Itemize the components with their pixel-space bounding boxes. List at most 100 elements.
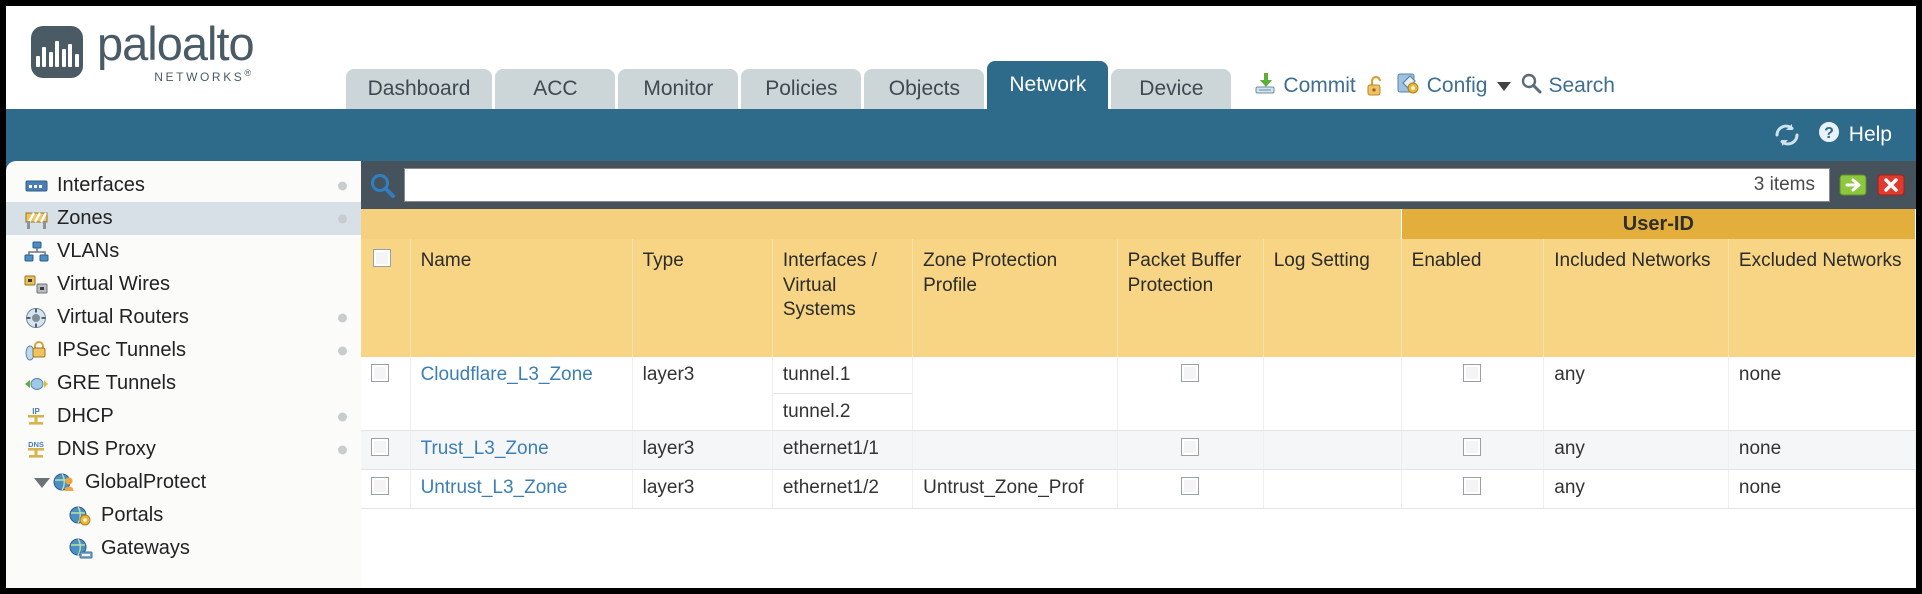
cell-type: layer3 [632, 430, 773, 470]
help-label: Help [1848, 123, 1892, 146]
status-dot [338, 412, 347, 421]
search-button[interactable]: Search [1520, 72, 1615, 100]
svg-text:DNS: DNS [28, 440, 44, 449]
config-wrench-icon [1396, 71, 1421, 101]
main-navigation-tabs: Dashboard ACC Monitor Policies Objects N… [345, 61, 1232, 109]
sidebar-item-label: IPSec Tunnels [57, 339, 186, 361]
cell-type: layer3 [632, 469, 773, 509]
tab-acc[interactable]: ACC [495, 69, 616, 109]
column-header-interfaces[interactable]: Interfaces / Virtual Systems [772, 239, 914, 357]
column-header-packet-buffer-protection[interactable]: Packet Buffer Protection [1117, 239, 1264, 357]
cell-excluded-networks: none [1728, 469, 1916, 509]
table-column-header-row: Name Type Interfaces / Virtual Systems Z… [361, 239, 1916, 357]
top-header: paloalto NETWORKS® Dashboard ACC Monitor… [6, 6, 1916, 109]
commit-save-icon [1253, 71, 1277, 101]
user-id-enabled-checkbox[interactable] [1463, 364, 1482, 382]
column-header-enabled[interactable]: Enabled [1401, 239, 1545, 357]
cell-interfaces: ethernet1/2 [772, 469, 914, 509]
zones-table: User-ID Name Type Interfaces / Virtual S… [361, 209, 1916, 509]
commit-button[interactable]: Commit [1253, 71, 1356, 101]
cell-included-networks: any [1543, 357, 1729, 431]
interfaces-icon [24, 175, 49, 197]
table-toolbar: 3 items [361, 161, 1916, 209]
cell-zone-protection-profile: Untrust_Zone_Prof [912, 469, 1118, 509]
column-header-type[interactable]: Type [632, 239, 773, 357]
config-menu[interactable]: Config [1396, 71, 1512, 101]
sidebar-item-label: DHCP [57, 405, 114, 427]
unlocked-padlock-icon[interactable] [1365, 74, 1387, 98]
main-content: 3 items [361, 161, 1916, 588]
svg-text:?: ? [1824, 125, 1834, 142]
column-header-zone-protection-profile[interactable]: Zone Protection Profile [912, 239, 1118, 357]
table-row[interactable]: Trust_L3_Zone layer3 ethernet1/1 any non… [361, 430, 1916, 470]
sidebar-item-dhcp[interactable]: IP DHCP [6, 400, 361, 433]
sidebar-item-vlans[interactable]: VLANs [6, 235, 361, 268]
zone-link[interactable]: Untrust_L3_Zone [420, 477, 568, 498]
tab-network[interactable]: Network [987, 61, 1109, 109]
sidebar-item-virtual-wires[interactable]: Virtual Wires [6, 268, 361, 301]
gre-tunnel-icon [24, 373, 49, 395]
virtual-wires-icon [24, 274, 49, 296]
apply-green-arrow-icon[interactable] [1838, 171, 1868, 199]
gateways-icon [68, 538, 93, 560]
cell-included-networks: any [1543, 430, 1729, 470]
tab-objects[interactable]: Objects [864, 69, 985, 109]
header-actions: Commit Config [1253, 71, 1615, 101]
search-magnifier-icon[interactable] [369, 172, 396, 199]
cell-name: Cloudflare_L3_Zone [410, 357, 633, 431]
row-checkbox[interactable] [371, 477, 389, 495]
zone-link[interactable]: Cloudflare_L3_Zone [420, 364, 593, 385]
cell-log-setting [1263, 357, 1402, 431]
cell-zone-protection-profile [912, 430, 1118, 470]
sidebar-item-globalprotect[interactable]: GlobalProtect [6, 466, 361, 499]
sidebar-item-label: VLANs [57, 240, 120, 262]
dns-proxy-icon: DNS [24, 439, 49, 461]
packet-buffer-protection-checkbox[interactable] [1181, 364, 1200, 382]
sidebar-item-dns-proxy[interactable]: DNS DNS Proxy [6, 433, 361, 466]
cell-name: Untrust_L3_Zone [410, 469, 633, 509]
sidebar-item-gateways[interactable]: Gateways [6, 532, 361, 565]
tab-dashboard[interactable]: Dashboard [345, 69, 493, 109]
paloalto-logo: paloalto NETWORKS® [31, 20, 255, 83]
sidebar-item-label: Virtual Routers [57, 306, 189, 328]
user-id-enabled-checkbox[interactable] [1463, 438, 1482, 456]
table-row[interactable]: Untrust_L3_Zone layer3 ethernet1/2 Untru… [361, 469, 1916, 509]
sidebar-item-ipsec-tunnels[interactable]: IPSec Tunnels [6, 334, 361, 367]
cell-packet-buffer-protection [1117, 469, 1264, 509]
config-label: Config [1426, 74, 1488, 97]
column-header-log-setting[interactable]: Log Setting [1263, 239, 1402, 357]
dhcp-icon: IP [24, 406, 49, 428]
row-checkbox[interactable] [371, 364, 389, 382]
vlans-network-icon [24, 241, 49, 263]
packet-buffer-protection-checkbox[interactable] [1181, 477, 1200, 495]
zone-link[interactable]: Trust_L3_Zone [420, 438, 549, 459]
ipsec-tunnel-icon [24, 340, 49, 362]
packet-buffer-protection-checkbox[interactable] [1181, 438, 1200, 456]
sidebar-item-gre-tunnels[interactable]: GRE Tunnels [6, 367, 361, 400]
refresh-icon[interactable] [1772, 122, 1802, 148]
user-id-enabled-checkbox[interactable] [1463, 477, 1482, 495]
clear-red-x-icon[interactable] [1876, 171, 1906, 199]
sidebar-item-interfaces[interactable]: Interfaces [6, 169, 361, 202]
select-all-checkbox[interactable] [373, 249, 391, 267]
table-row[interactable]: Cloudflare_L3_Zone layer3 tunnel.1 tunne… [361, 357, 1916, 431]
zones-barrier-icon [24, 208, 49, 230]
tab-device[interactable]: Device [1111, 69, 1232, 109]
column-header-included-networks[interactable]: Included Networks [1543, 239, 1729, 357]
column-header-excluded-networks[interactable]: Excluded Networks [1728, 239, 1916, 357]
item-count: 3 items [1753, 174, 1815, 195]
tab-policies[interactable]: Policies [741, 69, 862, 109]
sidebar-item-portals[interactable]: Portals [6, 499, 361, 532]
sidebar-item-zones[interactable]: Zones [6, 202, 361, 235]
sidebar-item-virtual-routers[interactable]: Virtual Routers [6, 301, 361, 334]
portals-icon [68, 505, 93, 527]
status-dot [338, 346, 347, 355]
globalprotect-icon [52, 472, 77, 494]
row-checkbox[interactable] [371, 438, 389, 456]
search-input[interactable]: 3 items [404, 168, 1830, 202]
collapse-triangle-icon[interactable] [34, 477, 50, 488]
tab-monitor[interactable]: Monitor [618, 69, 739, 109]
help-button[interactable]: ? Help [1816, 119, 1892, 151]
column-header-name[interactable]: Name [410, 239, 633, 357]
